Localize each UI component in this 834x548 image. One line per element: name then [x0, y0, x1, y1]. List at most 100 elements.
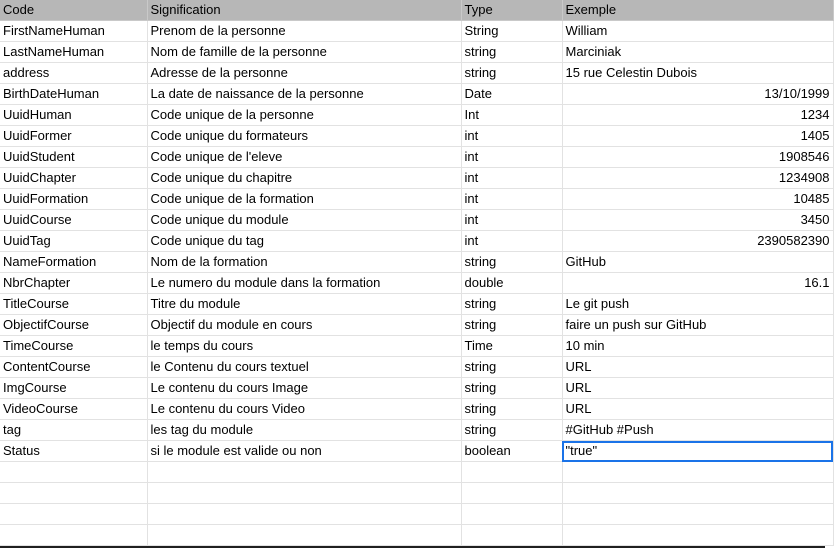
cell-code[interactable]: NameFormation: [0, 251, 148, 273]
cell-type[interactable]: int: [461, 188, 563, 210]
cell-type[interactable]: int: [461, 125, 563, 147]
cell-exemple[interactable]: URL: [562, 398, 834, 420]
cell-signification[interactable]: Code unique de l'eleve: [147, 146, 462, 168]
cell-code[interactable]: address: [0, 62, 148, 84]
cell-code[interactable]: VideoCourse: [0, 398, 148, 420]
cell-type[interactable]: int: [461, 209, 563, 231]
cell-signification[interactable]: Nom de famille de la personne: [147, 41, 462, 63]
cell-type[interactable]: boolean: [461, 440, 563, 462]
cell-exemple[interactable]: 1405: [562, 125, 834, 147]
cell-type[interactable]: string: [461, 356, 563, 378]
cell-signification[interactable]: les tag du module: [147, 419, 462, 441]
cell-exemple[interactable]: 10485: [562, 188, 834, 210]
header-cell-code[interactable]: Code: [0, 0, 148, 21]
cell-type[interactable]: int: [461, 230, 563, 252]
cell-signification[interactable]: Nom de la formation: [147, 251, 462, 273]
cell-type[interactable]: int: [461, 146, 563, 168]
cell-exemple[interactable]: 1234908: [562, 167, 834, 189]
cell-type[interactable]: string: [461, 62, 563, 84]
header-cell-exemple[interactable]: Exemple: [562, 0, 834, 21]
cell-code[interactable]: ContentCourse: [0, 356, 148, 378]
cell-type[interactable]: string: [461, 293, 563, 315]
cell-signification[interactable]: Code unique de la formation: [147, 188, 462, 210]
cell-signification[interactable]: Le contenu du cours Image: [147, 377, 462, 399]
cell-type[interactable]: Date: [461, 83, 563, 105]
cell-type[interactable]: int: [461, 167, 563, 189]
cell-code[interactable]: NbrChapter: [0, 272, 148, 294]
cell-exemple[interactable]: 1234: [562, 104, 834, 126]
cell-type[interactable]: string: [461, 251, 563, 273]
cell-code[interactable]: Status: [0, 440, 148, 462]
cell-exemple[interactable]: "true": [562, 440, 834, 462]
cell-signification[interactable]: Code unique du chapitre: [147, 167, 462, 189]
cell-exemple[interactable]: URL: [562, 377, 834, 399]
cell-signification[interactable]: Code unique du module: [147, 209, 462, 231]
cell-code[interactable]: UuidHuman: [0, 104, 148, 126]
empty-cell[interactable]: [562, 503, 834, 525]
cell-type[interactable]: string: [461, 377, 563, 399]
cell-code[interactable]: TimeCourse: [0, 335, 148, 357]
cell-code[interactable]: UuidFormation: [0, 188, 148, 210]
cell-signification[interactable]: Code unique du tag: [147, 230, 462, 252]
cell-signification[interactable]: Objectif du module en cours: [147, 314, 462, 336]
cell-exemple[interactable]: William: [562, 20, 834, 42]
cell-signification[interactable]: le Contenu du cours textuel: [147, 356, 462, 378]
cell-type[interactable]: double: [461, 272, 563, 294]
empty-cell[interactable]: [562, 482, 834, 504]
cell-signification[interactable]: le temps du cours: [147, 335, 462, 357]
cell-exemple[interactable]: GitHub: [562, 251, 834, 273]
cell-exemple[interactable]: Le git push: [562, 293, 834, 315]
empty-cell[interactable]: [147, 524, 462, 546]
cell-exemple[interactable]: 13/10/1999: [562, 83, 834, 105]
cell-code[interactable]: UuidFormer: [0, 125, 148, 147]
empty-cell[interactable]: [147, 503, 462, 525]
cell-signification[interactable]: La date de naissance de la personne: [147, 83, 462, 105]
cell-type[interactable]: string: [461, 419, 563, 441]
cell-exemple[interactable]: 1908546: [562, 146, 834, 168]
empty-cell[interactable]: [461, 461, 563, 483]
cell-type[interactable]: Int: [461, 104, 563, 126]
cell-signification[interactable]: Le numero du module dans la formation: [147, 272, 462, 294]
empty-cell[interactable]: [562, 524, 834, 546]
cell-code[interactable]: UuidStudent: [0, 146, 148, 168]
empty-cell[interactable]: [0, 482, 148, 504]
empty-cell[interactable]: [461, 503, 563, 525]
cell-signification[interactable]: Adresse de la personne: [147, 62, 462, 84]
cell-code[interactable]: TitleCourse: [0, 293, 148, 315]
cell-code[interactable]: tag: [0, 419, 148, 441]
cell-code[interactable]: ObjectifCourse: [0, 314, 148, 336]
cell-type[interactable]: string: [461, 398, 563, 420]
empty-cell[interactable]: [461, 524, 563, 546]
empty-cell[interactable]: [0, 461, 148, 483]
cell-code[interactable]: UuidTag: [0, 230, 148, 252]
cell-exemple[interactable]: Marciniak: [562, 41, 834, 63]
cell-code[interactable]: LastNameHuman: [0, 41, 148, 63]
empty-cell[interactable]: [0, 524, 148, 546]
cell-signification[interactable]: Titre du module: [147, 293, 462, 315]
cell-code[interactable]: FirstNameHuman: [0, 20, 148, 42]
cell-exemple[interactable]: URL: [562, 356, 834, 378]
cell-signification[interactable]: Le contenu du cours Video: [147, 398, 462, 420]
cell-type[interactable]: String: [461, 20, 563, 42]
cell-exemple[interactable]: 3450: [562, 209, 834, 231]
header-cell-type[interactable]: Type: [461, 0, 563, 21]
cell-signification[interactable]: Code unique du formateurs: [147, 125, 462, 147]
cell-exemple[interactable]: 10 min: [562, 335, 834, 357]
empty-cell[interactable]: [147, 482, 462, 504]
empty-cell[interactable]: [562, 461, 834, 483]
cell-type[interactable]: string: [461, 41, 563, 63]
cell-type[interactable]: Time: [461, 335, 563, 357]
cell-signification[interactable]: Prenom de la personne: [147, 20, 462, 42]
empty-cell[interactable]: [147, 461, 462, 483]
cell-exemple[interactable]: #GitHub #Push: [562, 419, 834, 441]
cell-exemple[interactable]: 15 rue Celestin Dubois: [562, 62, 834, 84]
cell-type[interactable]: string: [461, 314, 563, 336]
cell-code[interactable]: UuidChapter: [0, 167, 148, 189]
header-cell-signification[interactable]: Signification: [147, 0, 462, 21]
cell-code[interactable]: ImgCourse: [0, 377, 148, 399]
cell-exemple[interactable]: faire un push sur GitHub: [562, 314, 834, 336]
cell-exemple[interactable]: 2390582390: [562, 230, 834, 252]
cell-signification[interactable]: si le module est valide ou non: [147, 440, 462, 462]
empty-cell[interactable]: [0, 503, 148, 525]
cell-exemple[interactable]: 16.1: [562, 272, 834, 294]
